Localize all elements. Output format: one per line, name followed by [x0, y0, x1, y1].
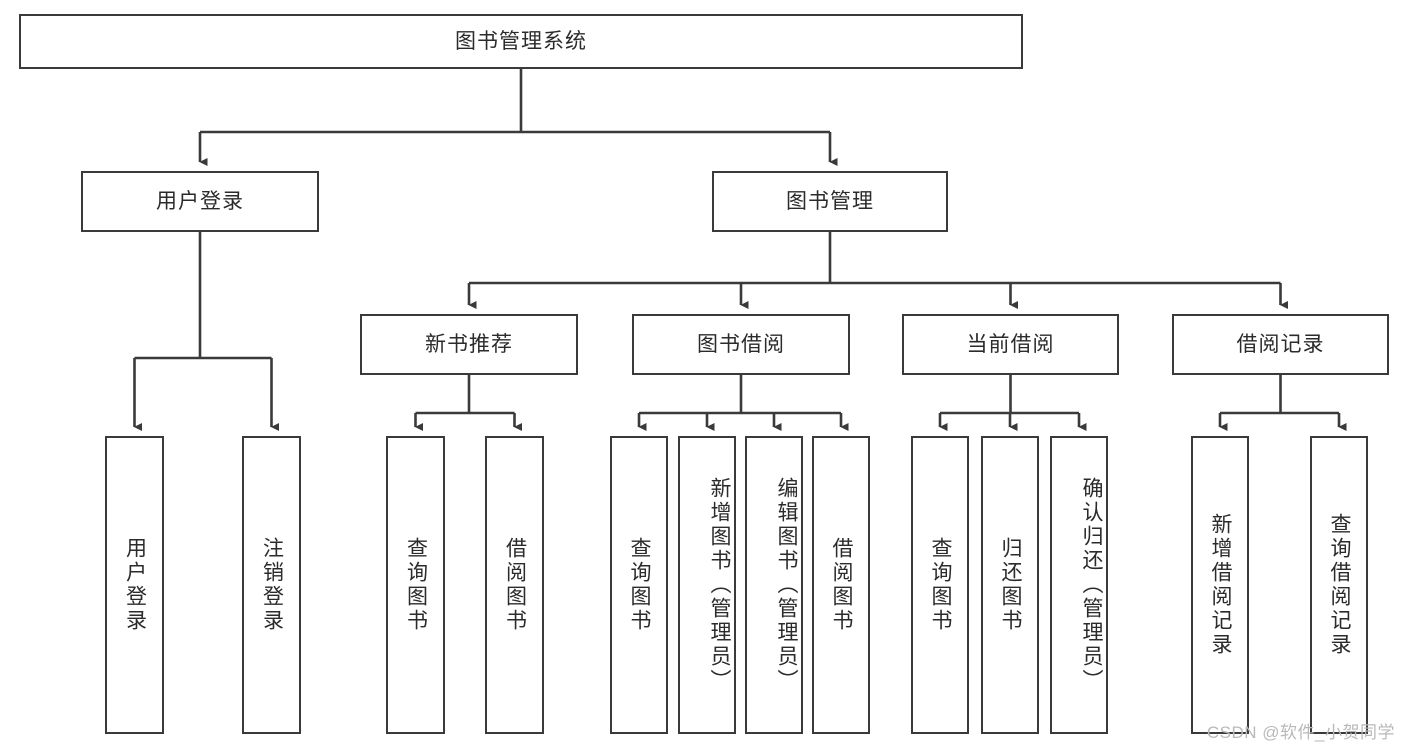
node-label: 图书管理: [786, 189, 874, 213]
node-leaf-cur-1[interactable]: 查询图书: [911, 436, 969, 734]
node-label: 用户登录: [156, 189, 244, 213]
node-leaf-cur-3[interactable]: 确认归还（管理员）: [1050, 436, 1108, 734]
node-leaf-borrow-4[interactable]: 借阅图书: [812, 436, 870, 734]
node-label: 新增图书（管理员）: [708, 477, 731, 693]
node-label: 新书推荐: [425, 332, 513, 356]
node-leaf-borrow-3[interactable]: 编辑图书（管理员）: [745, 436, 803, 734]
node-leaf-login-2[interactable]: 注销登录: [242, 436, 301, 734]
node-label: 查询借阅记录: [1328, 513, 1351, 657]
node-label: 确认归还（管理员）: [1080, 477, 1103, 693]
node-leaf-login-1[interactable]: 用户登录: [105, 436, 164, 734]
node-label: 查询图书: [929, 537, 952, 633]
node-leaf-new-1[interactable]: 查询图书: [386, 436, 445, 734]
node-label: 查询图书: [404, 537, 428, 633]
node-label: 当前借阅: [966, 332, 1055, 356]
node-login[interactable]: 用户登录: [81, 171, 319, 232]
node-current[interactable]: 当前借阅: [902, 314, 1119, 375]
node-label: 借阅图书: [503, 537, 527, 633]
node-label: 新增借阅记录: [1209, 513, 1232, 657]
watermark-text: CSDN @软件_小贺同学: [1206, 723, 1395, 742]
node-label: 图书借阅: [697, 332, 785, 356]
node-label: 查询图书: [628, 537, 651, 633]
node-label: 归还图书: [999, 537, 1022, 633]
node-leaf-rec-1[interactable]: 新增借阅记录: [1191, 436, 1249, 734]
node-label: 编辑图书（管理员）: [775, 477, 798, 693]
node-leaf-borrow-1[interactable]: 查询图书: [610, 436, 668, 734]
node-label: 注销登录: [260, 537, 284, 633]
node-leaf-borrow-2[interactable]: 新增图书（管理员）: [678, 436, 736, 734]
node-borrow[interactable]: 图书借阅: [632, 314, 850, 375]
node-label: 用户登录: [123, 537, 147, 633]
node-leaf-rec-2[interactable]: 查询借阅记录: [1310, 436, 1368, 734]
node-leaf-cur-2[interactable]: 归还图书: [981, 436, 1039, 734]
node-newbook[interactable]: 新书推荐: [360, 314, 578, 375]
node-leaf-new-2[interactable]: 借阅图书: [485, 436, 544, 734]
node-label: 图书管理系统: [455, 29, 587, 53]
node-bookmgmt[interactable]: 图书管理: [712, 171, 948, 232]
node-root[interactable]: 图书管理系统: [19, 14, 1023, 69]
node-label: 借阅图书: [830, 537, 853, 633]
node-label: 借阅记录: [1236, 332, 1325, 356]
node-record[interactable]: 借阅记录: [1172, 314, 1389, 375]
